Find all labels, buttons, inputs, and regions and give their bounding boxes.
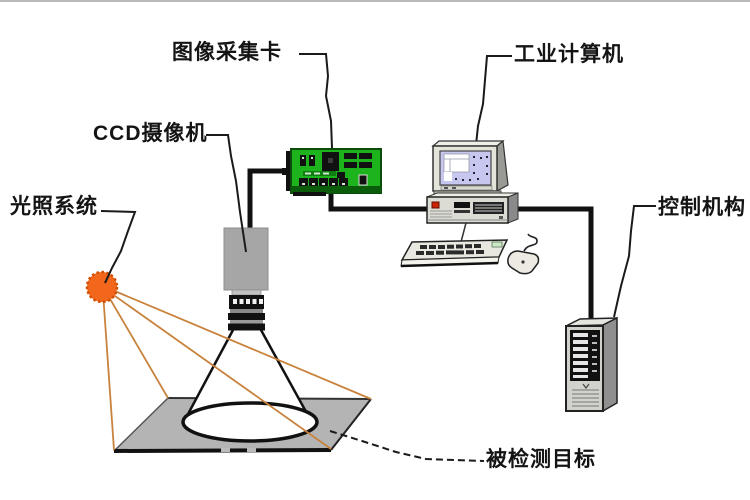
power-led xyxy=(431,201,440,209)
light-rays-back xyxy=(102,291,169,451)
light-cone xyxy=(185,329,312,420)
callout-line-lighting xyxy=(100,210,137,284)
keyboard-led xyxy=(491,241,503,248)
monitor xyxy=(431,139,509,197)
label-inspection-target: 被检测目标 xyxy=(486,448,596,471)
computer-case xyxy=(426,192,519,224)
callout-line-computer xyxy=(475,55,512,146)
callout-line-card xyxy=(299,53,333,149)
industrial-computer xyxy=(400,139,540,275)
mouse xyxy=(507,233,540,275)
light-rays-front xyxy=(107,288,372,450)
camera-cable xyxy=(247,168,291,233)
label-lighting-system: 光照系统 xyxy=(10,195,98,218)
card-edge-connector xyxy=(293,192,326,196)
label-ccd-camera: CCD摄像机 xyxy=(93,122,208,145)
keyboard xyxy=(400,239,509,268)
capture-card xyxy=(282,148,382,196)
control-tower xyxy=(565,316,618,413)
callout-line-target xyxy=(329,430,485,462)
label-control-unit: 控制机构 xyxy=(658,196,746,219)
platform-foot xyxy=(247,448,256,452)
illumination-spot xyxy=(181,401,319,443)
callout-line-control xyxy=(613,205,656,318)
mouse-cable xyxy=(523,233,538,252)
platform-foot xyxy=(221,448,230,452)
ccd-camera xyxy=(223,227,269,331)
keyboard-cable xyxy=(460,222,467,243)
label-capture-card: 图像采集卡 xyxy=(172,41,282,64)
top-border-line xyxy=(0,0,750,2)
label-industrial-computer: 工业计算机 xyxy=(514,43,624,66)
callout-line-camera xyxy=(206,134,247,253)
card-bracket xyxy=(286,151,291,191)
light-source xyxy=(85,270,119,304)
